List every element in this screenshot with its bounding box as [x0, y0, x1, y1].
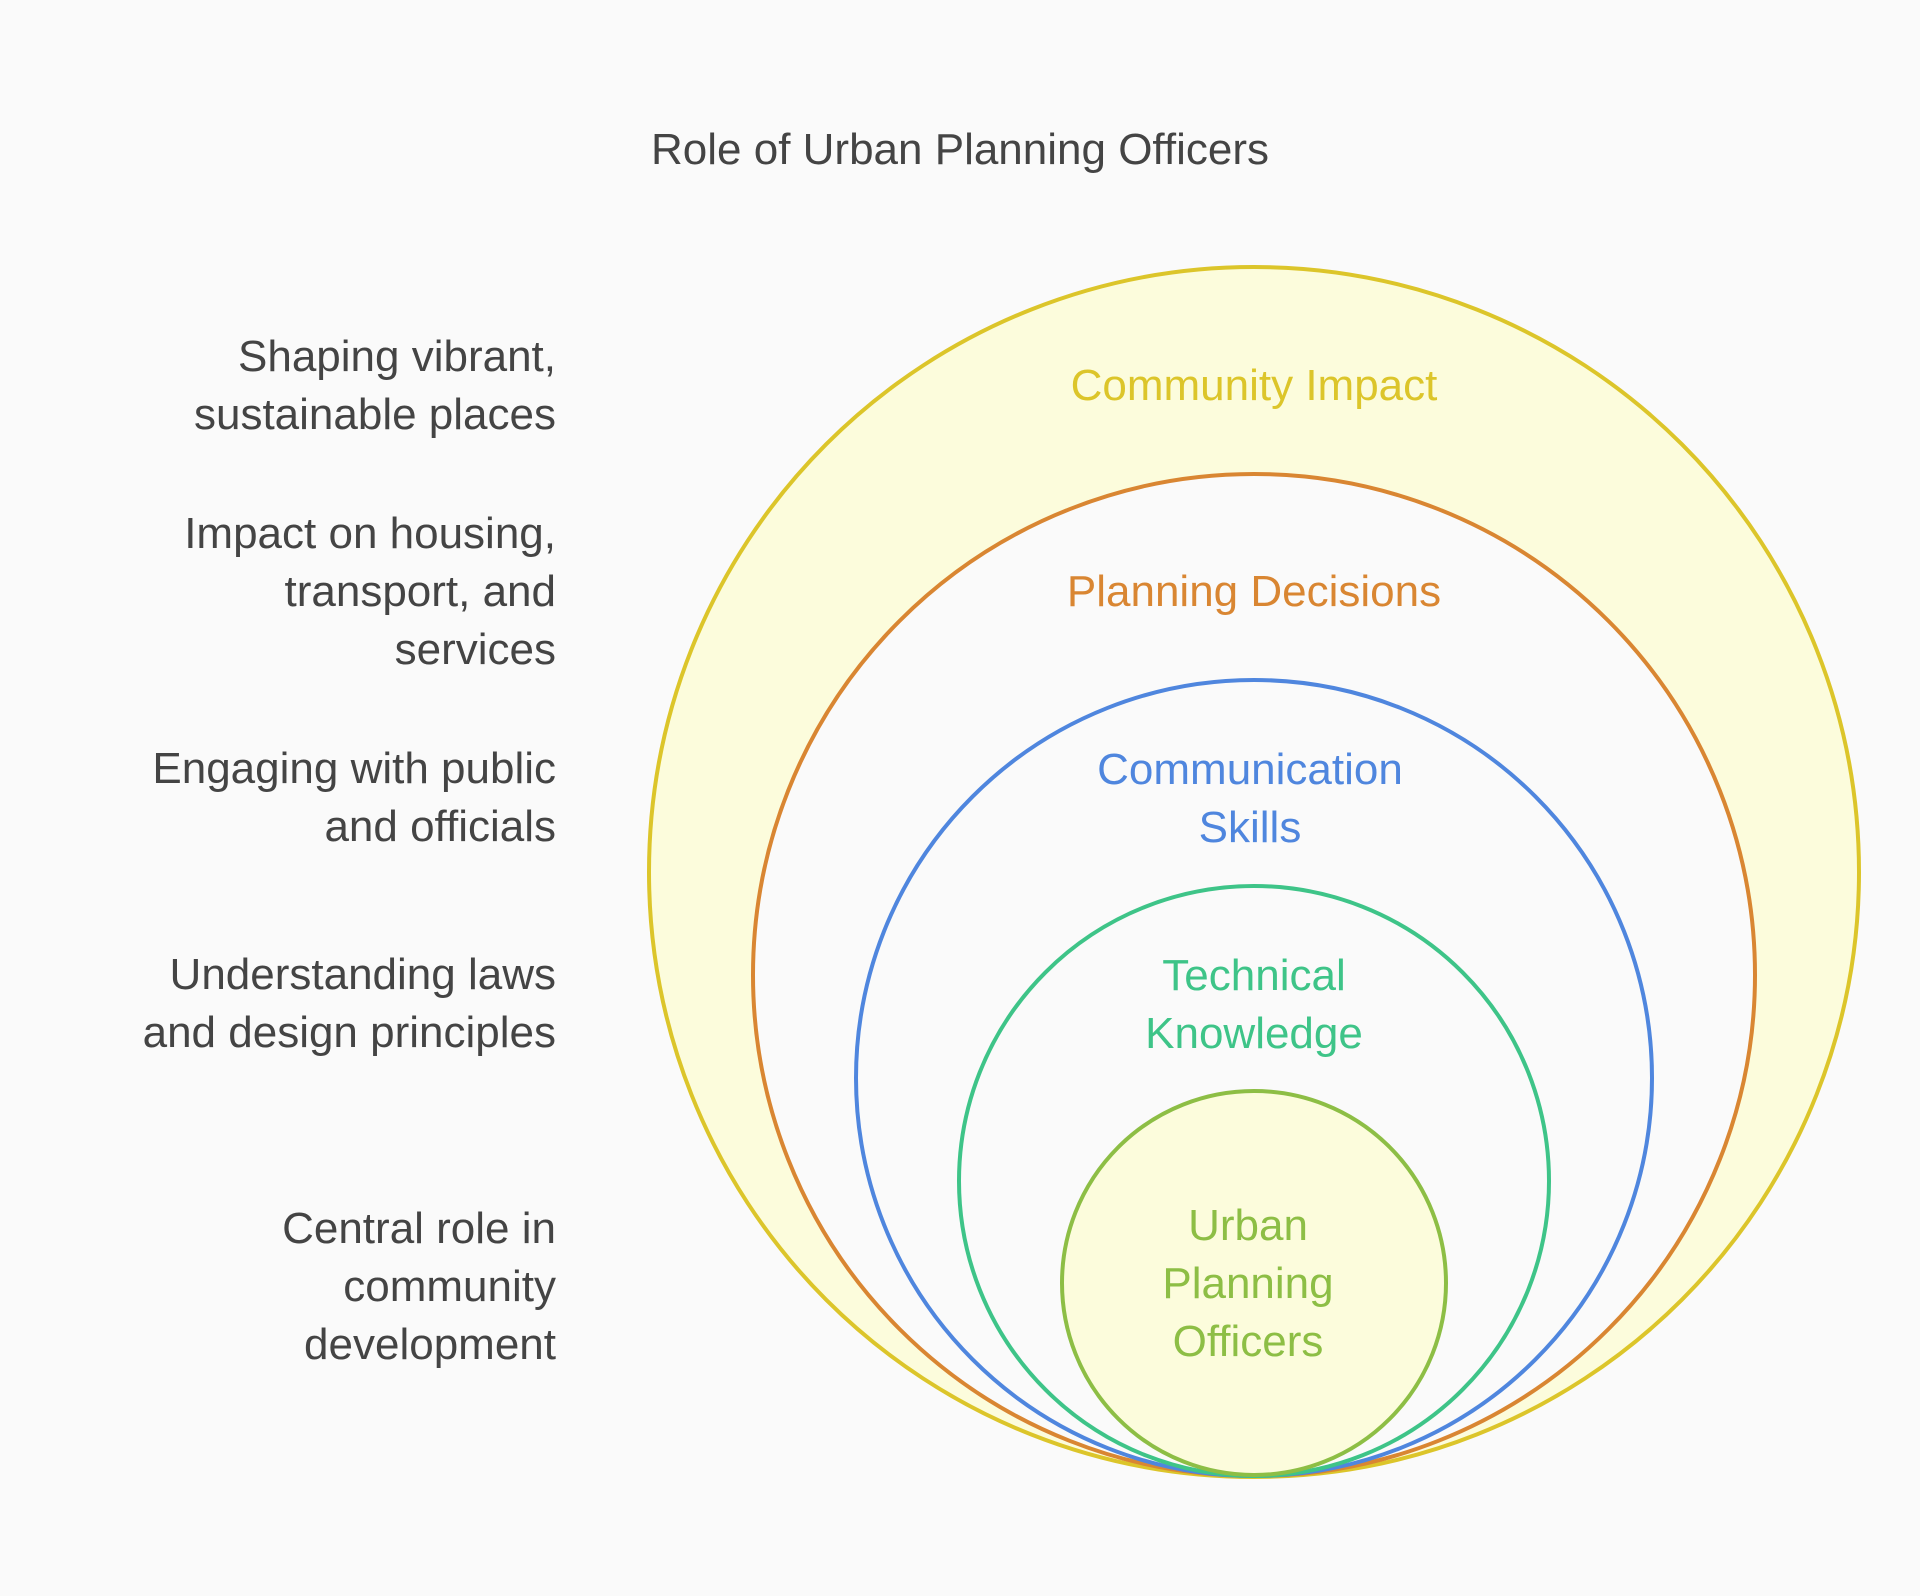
label-line: Officers [1173, 1317, 1324, 1366]
note-shaping: Shaping vibrant, sustainable places [193, 332, 556, 439]
label-community-impact: Community Impact [1071, 361, 1438, 410]
label-line: Skills [1199, 803, 1302, 852]
diagram-title: Role of Urban Planning Officers [651, 125, 1269, 174]
note-central: Central role in community development [282, 1204, 556, 1369]
label-line: Urban [1188, 1201, 1308, 1250]
label-line: Community Impact [1071, 361, 1438, 410]
label-planning-decisions: Planning Decisions [1067, 567, 1441, 616]
note-engaging: Engaging with public and officials [152, 744, 556, 851]
label-line: Knowledge [1145, 1009, 1363, 1058]
note-impact: Impact on housing, transport, and servic… [184, 509, 556, 674]
ring-urban-planning-officers [1060, 1089, 1448, 1477]
label-line: Planning [1162, 1259, 1333, 1308]
label-line: Communication [1097, 745, 1403, 794]
label-line: Technical [1162, 951, 1345, 1000]
label-line: Planning Decisions [1067, 567, 1441, 616]
note-understanding: Understanding laws and design principles [142, 950, 556, 1057]
